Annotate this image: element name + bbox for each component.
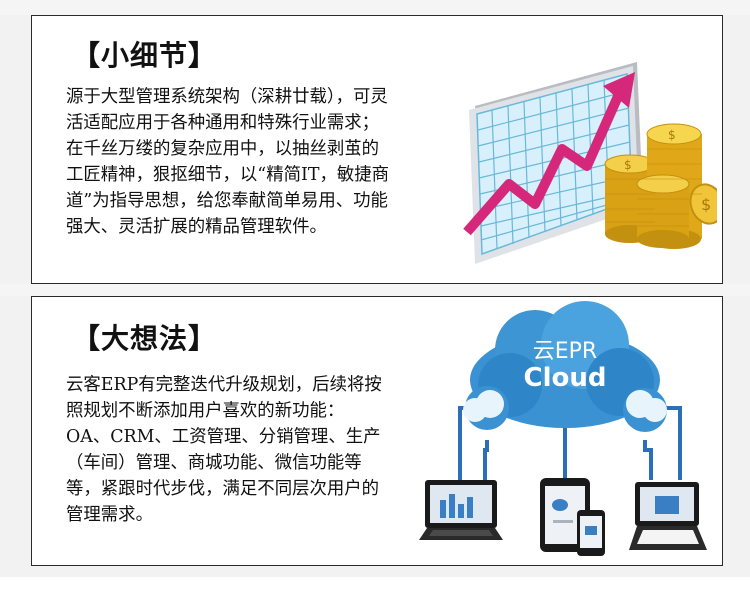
section-body: 云客ERP有完整迭代升级规划，后续将按照规划不断添加用户喜欢的新功能：OA、CR…: [66, 375, 382, 525]
laptop-icon: [419, 480, 503, 540]
cloud-label-en: Cloud: [524, 363, 607, 393]
svg-text:$: $: [668, 128, 676, 142]
svg-text:$: $: [701, 195, 711, 214]
cloud-network-illustration: 云EPR Cloud: [419, 301, 707, 556]
svg-text:$: $: [624, 158, 632, 172]
gold-coins-icon: $ $ $: [604, 123, 717, 249]
detail-panel: 【小细节】 源于大型管理系统架构（深耕廿载），可灵活适配应用于各种通用和特殊行业…: [31, 15, 723, 284]
section-gap: [0, 284, 750, 296]
cloud-icon: 云EPR Cloud: [463, 301, 667, 432]
phone-icon: [577, 510, 605, 556]
section-title: 【大想法】: [72, 322, 218, 355]
idea-panel: 【大想法】 云客ERP有完整迭代升级规划，后续将按照规划不断添加用户喜欢的新功能…: [31, 296, 723, 566]
bottom-strip: [0, 577, 750, 596]
section-title: 【小细节】: [72, 39, 218, 72]
top-strip: [0, 0, 750, 15]
growth-chart-icon: $ $ $: [463, 62, 717, 264]
section-body: 源于大型管理系统架构（深耕廿载），可灵活适配应用于各种通用和特殊行业需求；在千丝…: [66, 87, 390, 237]
cloud-label-cn: 云EPR: [533, 339, 597, 364]
laptop-icon: [629, 482, 707, 550]
